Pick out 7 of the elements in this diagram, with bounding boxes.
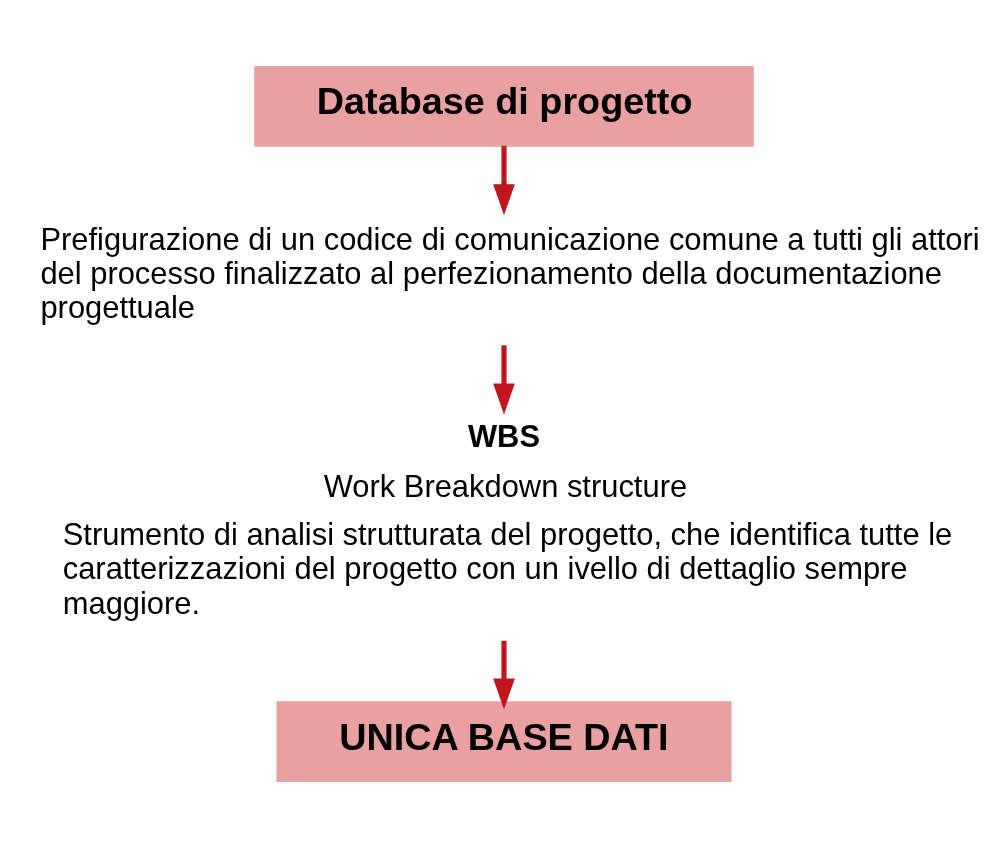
arrow [493, 345, 515, 415]
arrow [493, 640, 515, 710]
node-text: WBS Work Breakdown structure Strumento di analisi strutturata del progetto, che identifica tutte le caratterizzazioni del progetto con un ivello di dettaglio sempre maggiore. [62, 419, 953, 621]
node-box: Database di progetto [254, 66, 754, 147]
arrow [493, 145, 515, 216]
node-text: Prefigurazione di un codice di comunicazione comune a tutti gli attori del processo finalizzato al perfezionamento della documentazione progettuale [40, 221, 980, 326]
node-box: UNICA BASE DATI [276, 701, 732, 782]
